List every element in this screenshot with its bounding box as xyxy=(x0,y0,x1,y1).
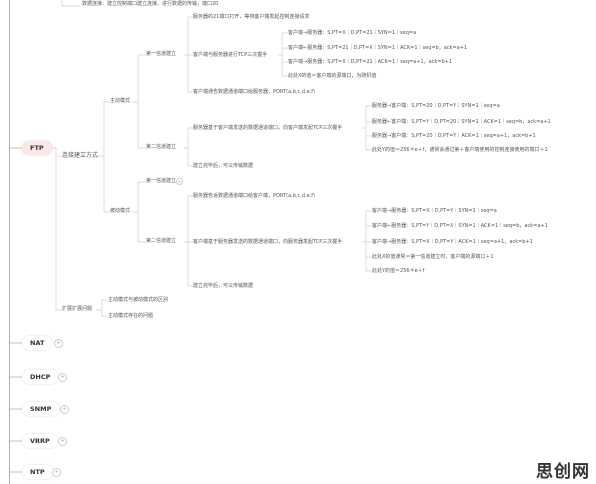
link-passive xyxy=(103,156,110,213)
node-psh-5[interactable]: 此处Y的值＝256＊e＋f xyxy=(372,268,425,274)
root-nat[interactable]: NAT xyxy=(22,336,53,350)
top-note: 数据连接：建立控制端口建立连接、进行数据的传输，端口20 xyxy=(82,1,219,7)
node-ps-item-3[interactable]: 建立完毕后，可以传输数据 xyxy=(193,283,254,289)
node-active-first[interactable]: 第一信道建立 xyxy=(146,51,177,57)
expand-passive-first-icon[interactable]: + xyxy=(176,178,183,185)
root-snmp[interactable]: SNMP xyxy=(22,402,60,416)
node-ps-item-2[interactable]: 客户端基于服务器发送的数据通道端口，向服务器发起TCP三次握手 xyxy=(193,239,343,245)
link-active-second xyxy=(137,102,146,149)
node-as-item-2[interactable]: 建立完毕后，可以传输数据 xyxy=(193,163,254,169)
node-psh-1[interactable]: 客户端→服务器：S,PT=X｜D,PT=Y｜SYN=1｜seq=a xyxy=(372,208,497,214)
expand-ntp-icon[interactable]: + xyxy=(52,468,61,477)
expand-snmp-icon[interactable]: + xyxy=(60,405,69,414)
link-ash-3 xyxy=(365,128,372,151)
root-vrrp[interactable]: VRRP xyxy=(22,434,58,448)
link-as-1 xyxy=(184,127,193,149)
link-passive-first xyxy=(132,181,146,213)
link-ps-3 xyxy=(187,242,193,287)
node-ash-2[interactable]: 服务器←客户端：S,PT=Y｜D,PT=20｜SYN=1｜ACK=1｜seq=b… xyxy=(372,119,551,125)
node-ash-3[interactable]: 服务器→客户端：S,PT=20｜D,PT=Y｜ACK=1｜seq=a+1，ack… xyxy=(372,133,536,139)
link-psh-1 xyxy=(362,210,372,243)
root-ntp[interactable]: NTP xyxy=(22,465,53,479)
link-active xyxy=(98,101,110,157)
node-psh-3[interactable]: 客户端→服务器：S,PT=X｜D,PT=Y｜ACK=1｜seq=a+1，ack=… xyxy=(372,239,533,245)
node-active-second[interactable]: 第二信道建立 xyxy=(146,144,177,150)
root-dhcp[interactable]: DHCP xyxy=(22,370,59,384)
node-afh-1[interactable]: 客户端→服务器：S,PT=X｜D,PT=21｜SYN=1｜seq=a xyxy=(288,30,417,36)
node-psh-2[interactable]: 客户端←服务器：S,PT=Y｜D,PT=X｜SYN=1｜ACK=1｜seq=b，… xyxy=(372,223,548,229)
node-passive-second[interactable]: 第二信道建立 xyxy=(146,238,177,244)
link-ash-1 xyxy=(362,105,372,129)
node-ext-item-1[interactable]: 主动模式与被动模式的区别 xyxy=(108,297,169,303)
link-active-first xyxy=(132,54,146,103)
node-af-item-1[interactable]: 服务器的21端口打开，等待客户端发起控制连接请求 xyxy=(193,14,310,20)
expand-nat-icon[interactable]: + xyxy=(54,339,63,348)
node-ash-4[interactable]: 此处Y的值＝256＊e＋f，通常会通过第＋客户端使用的控制连接使用的端口＋1 xyxy=(372,147,548,153)
node-ext-item-2[interactable]: 主动模式存在的问题 xyxy=(108,313,154,319)
link-as-2 xyxy=(187,148,193,167)
expand-dhcp-icon[interactable]: + xyxy=(58,373,67,382)
node-ps-item-1[interactable]: 服务器告诉数据通道端口给客户端，PORT(a,b,c,d,e,f) xyxy=(193,193,315,199)
link-ext-2 xyxy=(101,310,108,317)
link-afh-1 xyxy=(278,32,288,56)
root-ftp[interactable]: FTP xyxy=(22,141,52,155)
node-extension[interactable]: 扩展扩展问题 xyxy=(62,306,93,312)
node-passive-mode[interactable]: 被动模式 xyxy=(110,208,131,214)
link-af-1 xyxy=(184,16,193,56)
node-af-item-2[interactable]: 客户端与服务器进行TCP三次握手 xyxy=(193,52,268,58)
link-top-note xyxy=(61,0,80,7)
node-af-item-3[interactable]: 客户端通告数据通道端口给服务器，PORT(a,b,c,d,e,f) xyxy=(193,89,315,95)
node-as-item-1[interactable]: 服务器基于客户端发送的数据通道端口，向客户端发起TCP三次握手 xyxy=(193,125,343,131)
link-af-3 xyxy=(187,55,193,93)
node-passive-first[interactable]: 第一信道建立 xyxy=(146,178,177,184)
timeline-line xyxy=(9,0,10,484)
expand-vrrp-icon[interactable]: + xyxy=(58,437,67,446)
node-connection-mode[interactable]: 连接建立方式 xyxy=(62,152,99,159)
node-ash-1[interactable]: 服务器→客户端：S,PT=20｜D,PT=Y｜SYN=1｜seq=a xyxy=(372,103,500,109)
node-afh-3[interactable]: 客户端→服务器：S,PT=X｜D,PT=21｜ACK=1｜seq=a+1，ack… xyxy=(288,59,453,65)
link-ext-1 xyxy=(96,299,108,311)
link-ftp-trunk xyxy=(48,147,62,311)
link-psh-4 xyxy=(365,242,372,272)
node-psh-4[interactable]: 此处X的值通常＝第一信道建立时，客户端的源端口＋1 xyxy=(372,254,494,260)
node-afh-4[interactable]: 此处X的值＝客户端的源端口，为随机值 xyxy=(288,73,377,79)
node-active-mode[interactable]: 主动模式 xyxy=(110,98,131,104)
node-afh-2[interactable]: 客户端←服务器：S,PT=21｜D,PT=X｜SYN=1｜ACK=1｜seq=b… xyxy=(288,45,468,51)
watermark-logo: 思创网 xyxy=(536,462,590,482)
link-passive-second xyxy=(137,212,146,243)
link-ps-1 xyxy=(184,195,193,243)
